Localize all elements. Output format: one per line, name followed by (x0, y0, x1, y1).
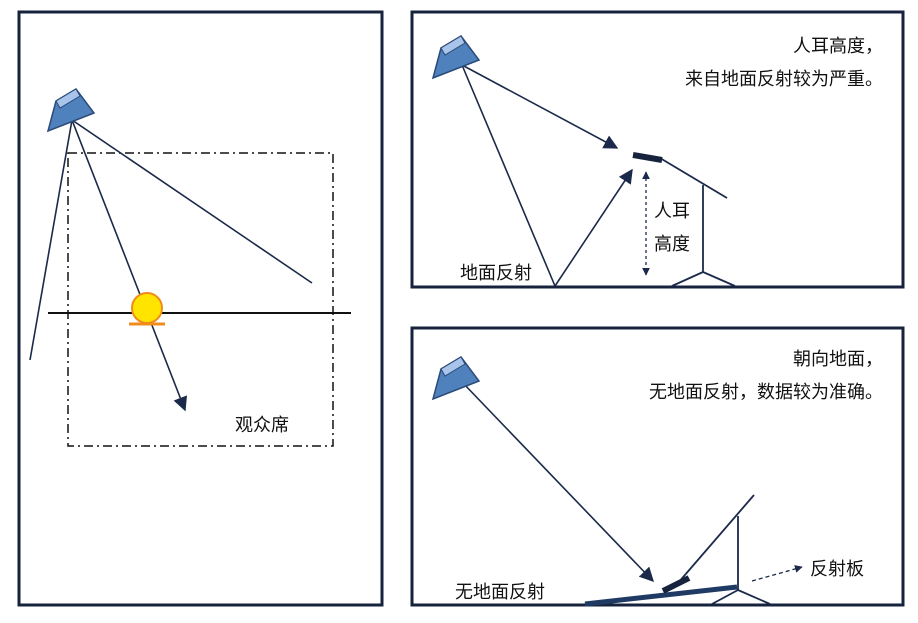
audience-area-boundary (67, 152, 334, 447)
mic-boom-line (659, 157, 728, 199)
reflector-pointer-arrow (751, 565, 803, 582)
ear-height-caption-line2: 来自地面反射较为严重。 (685, 69, 883, 90)
reflector-board (584, 584, 738, 607)
sound-direction-arrow (71, 119, 188, 412)
direct-sound-arrow (461, 381, 654, 583)
reflected-sound-arrow (554, 168, 633, 287)
audience-label: 观众席 (235, 415, 289, 436)
left-coverage-ray (29, 119, 73, 361)
microphone-icon (632, 152, 663, 163)
tripod-leg-left (671, 271, 704, 287)
direct-sound-arrow (461, 64, 619, 149)
tripod-leg-right (737, 589, 771, 605)
ground-facing-caption-line2: 无地面反射，数据较为准确。 (649, 382, 883, 403)
ground-facing-panel: 朝向地面， 无地面反射，数据较为准确。 反射板 无地面反射 (410, 326, 905, 607)
ground-reflection-label: 地面反射 (460, 263, 532, 284)
microphone-icon (129, 292, 165, 326)
ear-height-label-line1: 人耳 (654, 201, 690, 222)
reflector-label: 反射板 (810, 559, 864, 580)
ear-height-label-line2: 高度 (654, 234, 690, 255)
tripod-leg-left (711, 589, 739, 605)
ground-facing-panel-border (410, 326, 905, 607)
mic-boom-line (677, 494, 755, 584)
ear-height-caption-line1: 人耳高度， (793, 36, 883, 57)
right-coverage-ray (71, 119, 313, 284)
ground-incident-ray (461, 64, 556, 287)
tripod-leg-right (702, 271, 736, 287)
ear-height-panel-border (410, 10, 905, 289)
audience-panel: 观众席 (17, 10, 384, 607)
ear-height-panel: 人耳高度， 来自地面反射较为严重。 人耳 高度 地面反射 (410, 10, 905, 289)
ground-facing-caption-line1: 朝向地面， (793, 349, 883, 370)
microphone-icon (661, 575, 691, 594)
no-reflection-label: 无地面反射 (455, 582, 545, 603)
